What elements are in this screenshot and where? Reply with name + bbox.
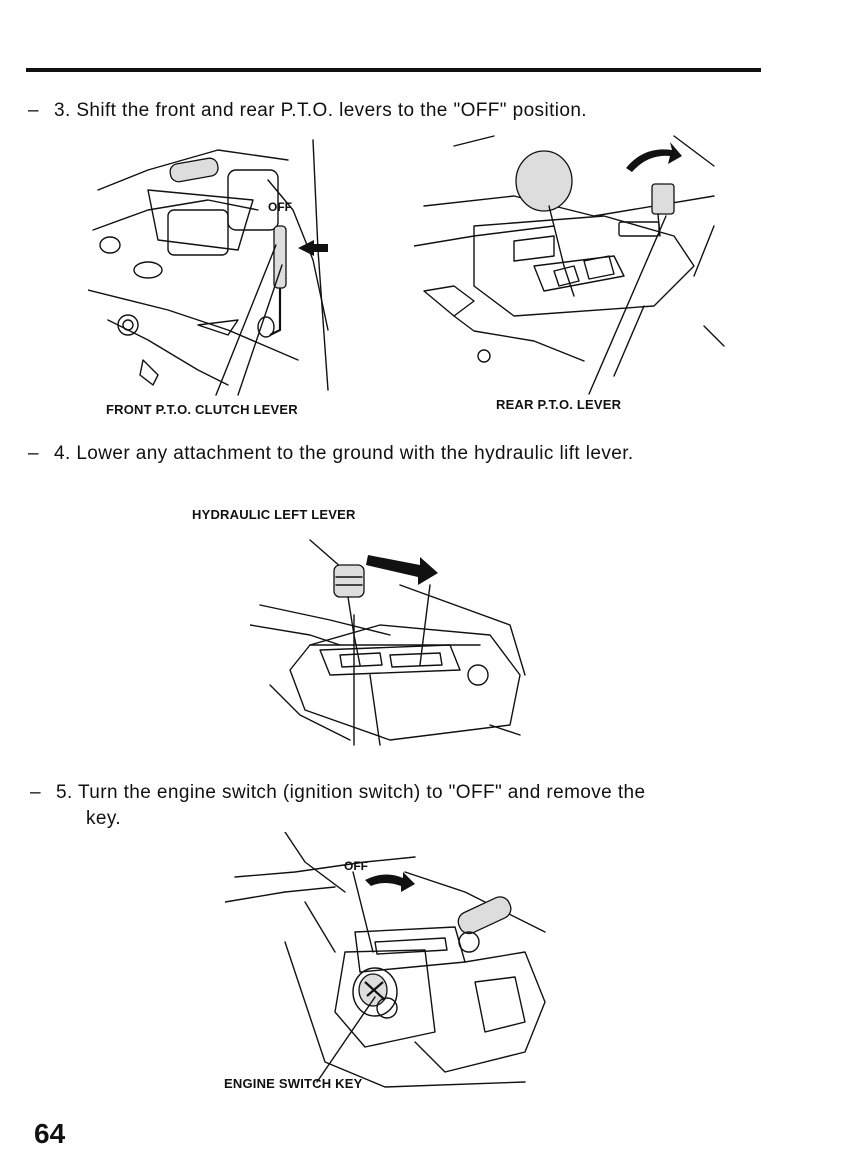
step-4-dash: –: [28, 443, 39, 464]
page-number: 64: [34, 1118, 66, 1149]
engine-switch-caption: ENGINE SWITCH KEY: [224, 1076, 363, 1091]
step-5-dash: –: [30, 782, 41, 803]
hydraulic-lever-illustration: [250, 539, 526, 746]
header-rule: [26, 68, 761, 72]
step-5-continuation: key.: [86, 808, 122, 829]
engine-switch-off-label: OFF: [344, 859, 368, 873]
step-3-text: 3. Shift the front and rear P.T.O. lever…: [54, 100, 587, 121]
step-3: –3. Shift the front and rear P.T.O. leve…: [28, 98, 587, 124]
rear-pto-illustration: [414, 135, 725, 395]
engine-switch-illustration: [225, 832, 546, 1088]
hydraulic-caption: HYDRAULIC LEFT LEVER: [192, 507, 356, 522]
step-4-text: 4. Lower any attachment to the ground wi…: [54, 443, 634, 464]
front-pto-caption: FRONT P.T.O. CLUTCH LEVER: [106, 402, 298, 417]
step-4: –4. Lower any attachment to the ground w…: [28, 441, 634, 467]
step-3-dash: –: [28, 100, 39, 121]
step-5-text: 5. Turn the engine switch (ignition swit…: [56, 782, 646, 803]
front-pto-illustration: [88, 139, 329, 396]
front-pto-off-label: OFF: [268, 200, 292, 214]
rear-pto-caption: REAR P.T.O. LEVER: [496, 397, 622, 412]
step-5: –5. Turn the engine switch (ignition swi…: [30, 780, 645, 806]
